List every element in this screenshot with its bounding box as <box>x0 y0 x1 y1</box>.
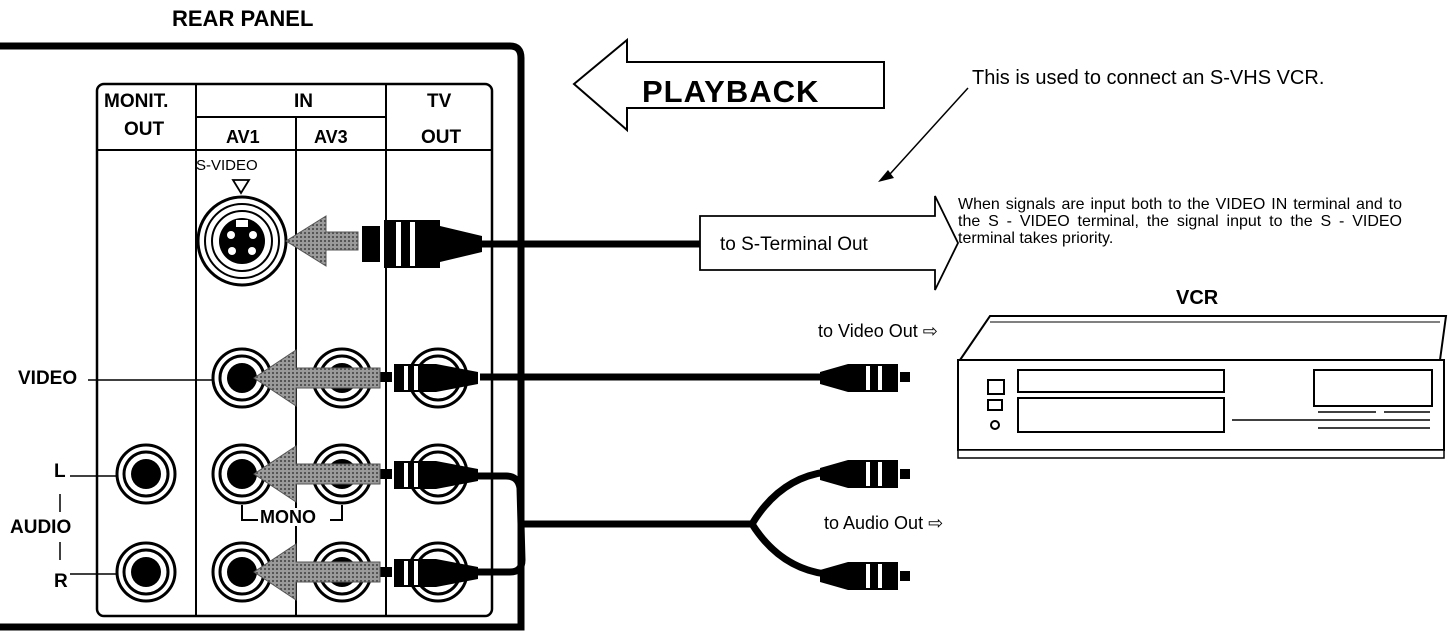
rca-jack-monit-l <box>115 443 177 505</box>
r-flow-arrow-icon <box>253 543 381 601</box>
svideo-flow-arrow-icon <box>285 215 359 267</box>
header-av1: AV1 <box>226 127 260 147</box>
header-monit: MONIT. <box>104 91 169 112</box>
vcr-label: VCR <box>1176 287 1219 309</box>
vcr-device-icon <box>957 315 1448 459</box>
header-monit-out: OUT <box>124 119 165 140</box>
rca-plug-r-left-icon <box>380 559 478 587</box>
video-side-label: VIDEO <box>18 368 78 389</box>
rca-plug-video-right-icon <box>820 364 910 392</box>
header-tv-out: OUT <box>421 127 462 148</box>
svideo-jack-icon <box>196 195 288 287</box>
mono-label: MONO <box>258 507 318 527</box>
rca-jack-av1-r <box>211 541 273 603</box>
rca-plug-r-right-icon <box>820 562 910 590</box>
header-in: IN <box>294 91 313 112</box>
panel-grid <box>97 84 492 616</box>
terminal-box <box>95 82 494 618</box>
header-av3: AV3 <box>314 127 348 147</box>
s-terminal-arrow-icon <box>699 195 960 291</box>
video-flow-arrow-icon <box>253 349 381 407</box>
rca-plug-l-left-icon <box>380 461 478 489</box>
diagram-title: REAR PANEL <box>172 6 314 31</box>
playback-label: PLAYBACK <box>642 74 820 109</box>
playback-arrow-icon <box>572 37 885 133</box>
svhs-note: This is used to connect an S-VHS VCR. <box>972 67 1325 89</box>
side-label-leaders <box>59 379 213 575</box>
svideo-plug-left-icon <box>362 220 482 268</box>
l-flow-arrow-icon <box>253 445 381 503</box>
rca-jack-av1-l <box>211 443 273 505</box>
rca-jack-monit-r <box>115 541 177 603</box>
mono-bracket <box>241 505 343 521</box>
rca-plug-video-left-icon <box>380 364 478 392</box>
l-side-label: L <box>54 461 66 482</box>
cables <box>478 240 827 578</box>
audio-side-label: AUDIO <box>10 517 72 538</box>
r-side-label: R <box>54 571 68 592</box>
note-pointer-head-icon <box>878 170 894 182</box>
priority-note: When signals are input both to the VIDEO… <box>958 196 1402 247</box>
to-video-out-label: to Video Out ⇨ <box>818 321 938 341</box>
s-terminal-label: to S-Terminal Out <box>720 234 868 255</box>
rca-plug-l-right-icon <box>820 460 910 488</box>
svideo-indicator-icon <box>231 179 251 195</box>
header-tv: TV <box>427 91 452 112</box>
rear-panel-outline <box>0 42 525 631</box>
to-audio-out-label: to Audio Out ⇨ <box>824 513 944 533</box>
svideo-label: S-VIDEO <box>196 157 258 174</box>
signal-flow-arrows <box>253 215 381 601</box>
note-pointer-line <box>889 87 969 175</box>
